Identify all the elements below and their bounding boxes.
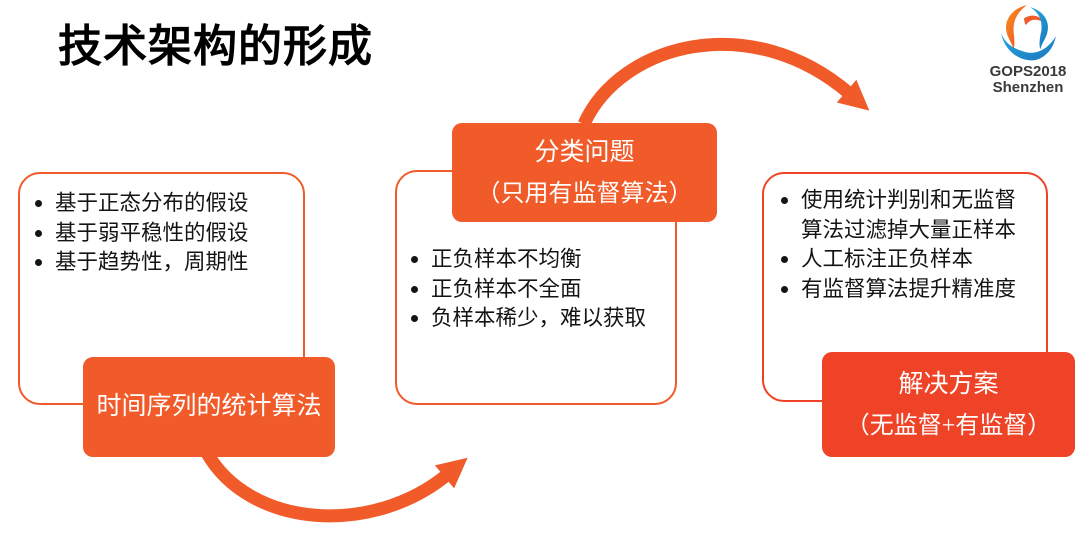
list-item: 基于趋势性，周期性 [30,248,292,278]
label-text-line1: 分类问题 [534,138,635,166]
list-item: 基于正态分布的假设 [30,189,292,219]
label-text-line2: （无监督+有监督） [845,412,1052,439]
list-item: 基于弱平稳性的假设 [30,219,292,249]
gops-swirl-icon [1001,5,1056,61]
label-text-line2: （只用有监督算法） [476,180,693,207]
arrow-top-icon [578,37,870,127]
bullet-list-time-series: 基于正态分布的假设 基于弱平稳性的假设 基于趋势性，周期性 [30,189,292,278]
list-item: 有监督算法提升精准度 [776,275,1032,305]
page-title: 技术架构的形成 [58,22,373,71]
list-item: 使用统计判别和无监督算法过滤掉大量正样本 [776,186,1032,245]
label-text: 时间序列的统计算法 [96,393,322,420]
bullet-list-classification: 正负样本不均衡 正负样本不全面 负样本稀少，难以获取 [406,245,664,334]
list-item: 正负样本不均衡 [406,245,664,275]
logo-text-line2: Shenzhen [992,79,1064,96]
label-time-series: 时间序列的统计算法 [83,357,335,457]
bullet-list-solution: 使用统计判别和无监督算法过滤掉大量正样本 人工标注正负样本 有监督算法提升精准度 [776,186,1032,304]
label-classification: 分类问题 （只用有监督算法） [452,123,717,222]
arrow-bottom-icon [201,449,468,523]
list-item: 正负样本不全面 [406,275,664,305]
list-item: 人工标注正负样本 [776,245,1032,275]
list-item: 负样本稀少，难以获取 [406,304,664,334]
label-text-line1: 解决方案 [898,370,999,398]
logo-text-line1: GOPS2018 [989,63,1067,80]
label-solution: 解决方案 （无监督+有监督） [822,352,1075,457]
gops-logo: GOPS2018 Shenzhen [980,4,1076,96]
